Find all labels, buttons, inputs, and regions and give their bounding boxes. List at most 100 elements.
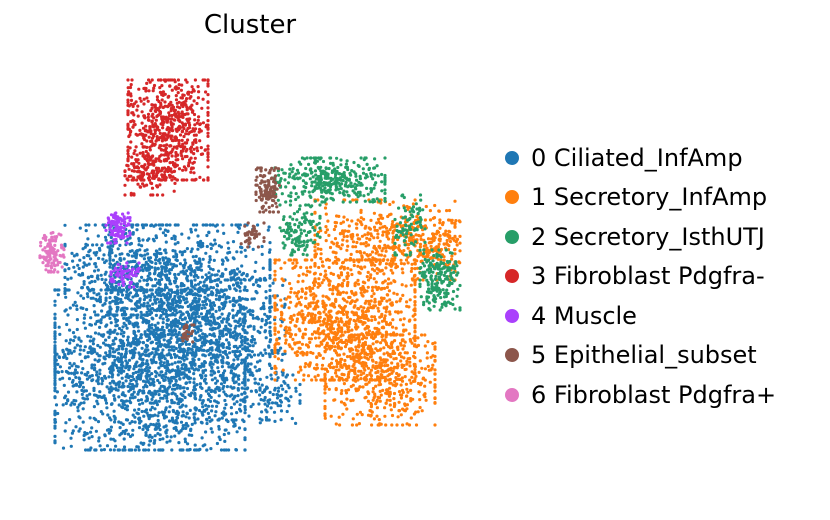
scatter-point	[309, 312, 313, 316]
scatter-point	[364, 313, 368, 317]
scatter-point	[153, 277, 158, 281]
scatter-point	[154, 360, 158, 365]
scatter-point	[96, 359, 100, 363]
scatter-point	[234, 448, 238, 452]
scatter-point	[110, 251, 114, 255]
scatter-point	[116, 388, 120, 392]
scatter-point	[347, 329, 351, 333]
scatter-point	[108, 257, 112, 261]
scatter-point	[68, 306, 72, 310]
scatter-point	[209, 427, 213, 431]
scatter-point	[235, 282, 239, 286]
scatter-point	[187, 236, 191, 240]
scatter-point	[172, 255, 176, 259]
scatter-point	[187, 416, 191, 420]
scatter-point	[153, 400, 157, 404]
scatter-point	[181, 410, 185, 414]
scatter-point	[268, 321, 272, 325]
scatter-point	[88, 339, 92, 343]
scatter-point	[155, 297, 159, 301]
scatter-point	[365, 275, 369, 279]
scatter-point	[221, 386, 225, 391]
scatter-point	[135, 360, 139, 364]
scatter-point	[403, 340, 407, 344]
scatter-point	[53, 395, 57, 399]
scatter-point	[258, 393, 262, 397]
scatter-point	[172, 352, 177, 356]
scatter-point	[81, 381, 85, 385]
scatter-point	[146, 277, 150, 281]
scatter-point	[232, 257, 236, 261]
scatter-point	[194, 351, 198, 355]
scatter-point	[312, 366, 317, 370]
scatter-point	[61, 350, 65, 354]
scatter-point	[260, 252, 264, 256]
scatter-point	[104, 292, 108, 296]
scatter-point	[173, 242, 177, 246]
scatter-point	[178, 310, 182, 314]
scatter-point	[293, 351, 297, 355]
scatter-point	[57, 325, 61, 329]
scatter-point	[198, 244, 203, 248]
scatter-point	[210, 333, 214, 337]
scatter-point	[333, 348, 337, 353]
scatter-point	[438, 234, 442, 238]
scatter-point	[276, 330, 281, 334]
scatter-point	[372, 292, 376, 296]
scatter-point	[209, 267, 213, 271]
scatter-point	[218, 349, 222, 354]
scatter-point	[346, 325, 350, 329]
scatter-point	[241, 312, 245, 316]
scatter-point	[155, 403, 159, 407]
scatter-point	[304, 362, 308, 366]
scatter-point	[398, 318, 403, 322]
scatter-point	[73, 335, 77, 339]
scatter-point	[53, 386, 57, 390]
scatter-point	[224, 332, 229, 336]
scatter-point	[326, 257, 330, 261]
scatter-point	[53, 299, 57, 303]
scatter-point	[95, 319, 99, 324]
scatter-point	[370, 294, 374, 298]
scatter-point	[359, 210, 363, 214]
scatter-point	[238, 317, 242, 321]
scatter-point	[145, 397, 149, 401]
scatter-point	[88, 375, 92, 379]
scatter-point	[332, 335, 336, 340]
scatter-point	[160, 356, 164, 360]
scatter-point	[231, 298, 235, 303]
scatter-point	[53, 417, 57, 422]
scatter-point	[351, 198, 355, 202]
scatter-point	[133, 420, 137, 424]
scatter-point	[331, 286, 335, 290]
scatter-point	[194, 331, 198, 335]
scatter-point	[238, 278, 243, 282]
scatter-point	[329, 325, 334, 329]
scatter-point	[203, 306, 207, 310]
scatter-point	[113, 397, 117, 401]
scatter-point	[139, 285, 143, 289]
scatter-point	[190, 433, 194, 437]
scatter-point	[129, 401, 133, 405]
scatter-point	[93, 310, 97, 314]
scatter-point	[98, 325, 102, 329]
scatter-point	[309, 293, 313, 297]
scatter-point	[334, 251, 338, 255]
scatter-point	[237, 226, 241, 230]
scatter-point	[119, 290, 124, 294]
scatter-point	[153, 295, 157, 299]
scatter-point	[155, 347, 159, 351]
scatter-point	[447, 208, 452, 213]
scatter-point	[410, 266, 414, 271]
scatter-point	[210, 348, 214, 352]
scatter-point	[384, 266, 388, 270]
scatter-point	[317, 318, 321, 323]
scatter-point	[118, 252, 122, 256]
scatter-point	[340, 284, 344, 288]
scatter-point	[192, 381, 196, 385]
scatter-point	[112, 409, 116, 413]
scatter-point	[329, 303, 333, 307]
scatter-point	[202, 364, 206, 368]
scatter-point	[165, 353, 169, 357]
scatter-point	[151, 395, 155, 399]
